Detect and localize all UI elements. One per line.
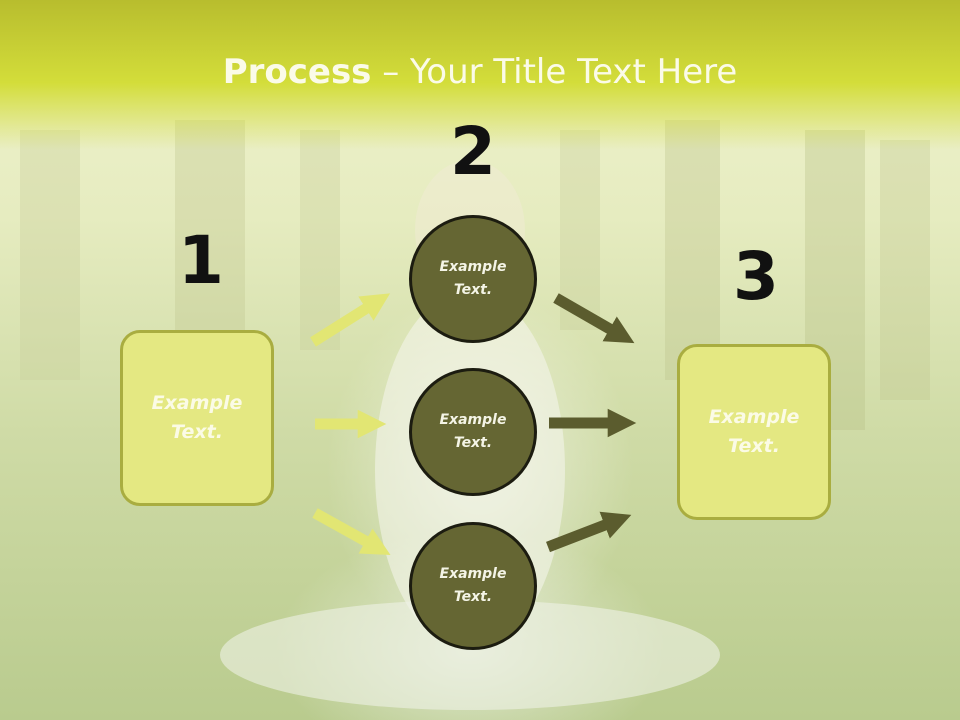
- arrow-left-to-top: [310, 293, 391, 347]
- circle-bottom[interactable]: Example Text.: [409, 522, 537, 650]
- title-band: [0, 0, 960, 150]
- left-box-text: Example Text.: [151, 392, 243, 443]
- right-box[interactable]: Example Text.: [677, 344, 831, 520]
- step-number-1[interactable]: 1: [178, 222, 224, 299]
- step-number-2[interactable]: 2: [450, 113, 496, 190]
- left-box[interactable]: Example Text.: [120, 330, 274, 506]
- arrow-left-to-bottom: [312, 508, 391, 555]
- right-box-text: Example Text.: [708, 406, 800, 457]
- circle-middle-text: Example Text.: [439, 412, 507, 451]
- title-rest: – Your Title Text Here: [371, 52, 738, 92]
- step-number-3[interactable]: 3: [733, 238, 779, 315]
- title-bold: Process: [222, 52, 372, 92]
- circle-top[interactable]: Example Text.: [409, 215, 537, 343]
- circle-middle[interactable]: Example Text.: [409, 368, 537, 496]
- circle-bottom-text: Example Text.: [439, 566, 507, 605]
- circle-top-text: Example Text.: [439, 259, 507, 298]
- arrow-bottom-to-right: [546, 511, 632, 553]
- arrow-top-to-right: [553, 293, 635, 344]
- slide-title[interactable]: Process – Your Title Text Here: [0, 52, 960, 92]
